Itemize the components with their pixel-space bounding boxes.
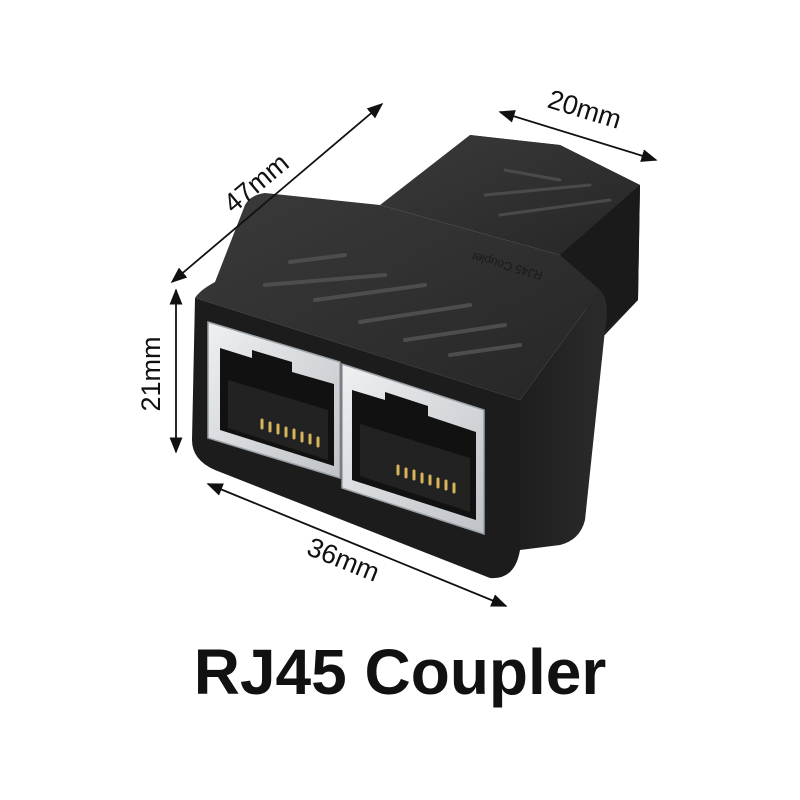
front-width-dimension-line xyxy=(206,483,508,607)
ethernet-port-left xyxy=(207,320,341,480)
length-dimension-line xyxy=(170,102,384,284)
product-title: RJ45 Coupler xyxy=(193,636,607,708)
rear-width-dimension-line xyxy=(498,110,658,162)
rear-width-dimension-label: 20mm xyxy=(544,84,625,135)
height-dimension-label: 21mm xyxy=(136,336,166,411)
dimension-lines xyxy=(169,102,658,607)
